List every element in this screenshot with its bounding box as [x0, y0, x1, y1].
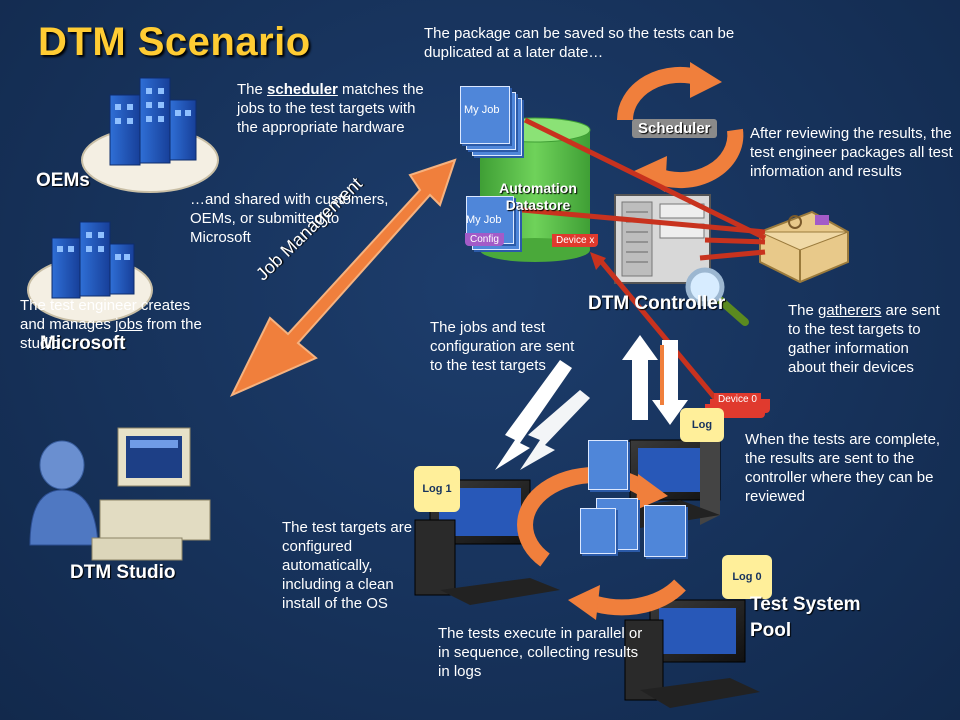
test-computer-bottom [624, 599, 760, 708]
dtm-controller-server-icon [614, 194, 711, 284]
scheduler-label: Scheduler [632, 119, 717, 138]
package-box-icon [759, 210, 849, 284]
note-scheduler: The scheduler matches the jobs to the te… [237, 81, 424, 136]
microsoft-buildings-icon [27, 221, 153, 323]
controller-pool-arrows [622, 335, 688, 425]
note-package-saved: The package can be saved so the tests ca… [424, 25, 735, 61]
automation-line2: Datastore [505, 197, 571, 213]
note-tests-complete: When the tests are complete, the results… [745, 431, 941, 505]
test-computer-left [414, 479, 560, 605]
oems-label: OEMs [36, 170, 90, 191]
test-system-pool-label: Test System Pool [750, 592, 861, 644]
automation-line1: Automation [499, 180, 577, 196]
automation-datastore-label: Automation Datastore [490, 180, 586, 214]
log-tag: Log [680, 408, 724, 442]
note-engineer: The test engineer creates and manages jo… [20, 297, 202, 352]
jobs-sent-arrows [495, 360, 590, 470]
config-tag: Config [465, 233, 504, 246]
jobs-term: jobs [115, 316, 143, 333]
job-management-arrow [229, 158, 457, 398]
note-after-review: After reviewing the results, the test en… [750, 125, 953, 180]
gatherers-term: gatherers [818, 302, 882, 319]
device-x-tag: Device x [552, 234, 599, 247]
test-system-pool-line2: Pool [750, 620, 792, 641]
log-1-tag: Log 1 [414, 466, 460, 512]
my-job-bottom-label: My Job [466, 214, 502, 226]
note-targets-configured: The test targets are configured automati… [282, 519, 413, 612]
test-system-pool-line1: Test System [750, 594, 861, 615]
red-arrowhead [590, 252, 606, 270]
dtm-studio-workstation-icon [29, 427, 211, 561]
magnifying-glass-icon [685, 267, 749, 326]
device-0-tag: Device 0 [714, 393, 761, 406]
dtm-controller-label: DTM Controller [588, 293, 726, 314]
log-0-tag: Log 0 [722, 555, 772, 599]
slide-title: DTM Scenario [38, 20, 311, 64]
red-connector-lines [521, 117, 767, 400]
my-job-top-label: My Job [464, 104, 500, 116]
note-jobs-sent: The jobs and test configuration are sent… [430, 319, 575, 374]
scheduler-term: scheduler [267, 81, 338, 98]
microsoft-label: Microsoft [40, 333, 126, 354]
scheduler-cycle-arrows [616, 62, 744, 192]
note-shared: …and shared with customers, OEMs, or sub… [190, 191, 389, 246]
dtm-studio-label: DTM Studio [70, 562, 176, 583]
oem-buildings-icon [81, 77, 219, 193]
note-tests-execute: The tests execute in parallel or in sequ… [438, 625, 643, 680]
note-gatherers: The gatherers are sent to the test targe… [788, 302, 940, 376]
